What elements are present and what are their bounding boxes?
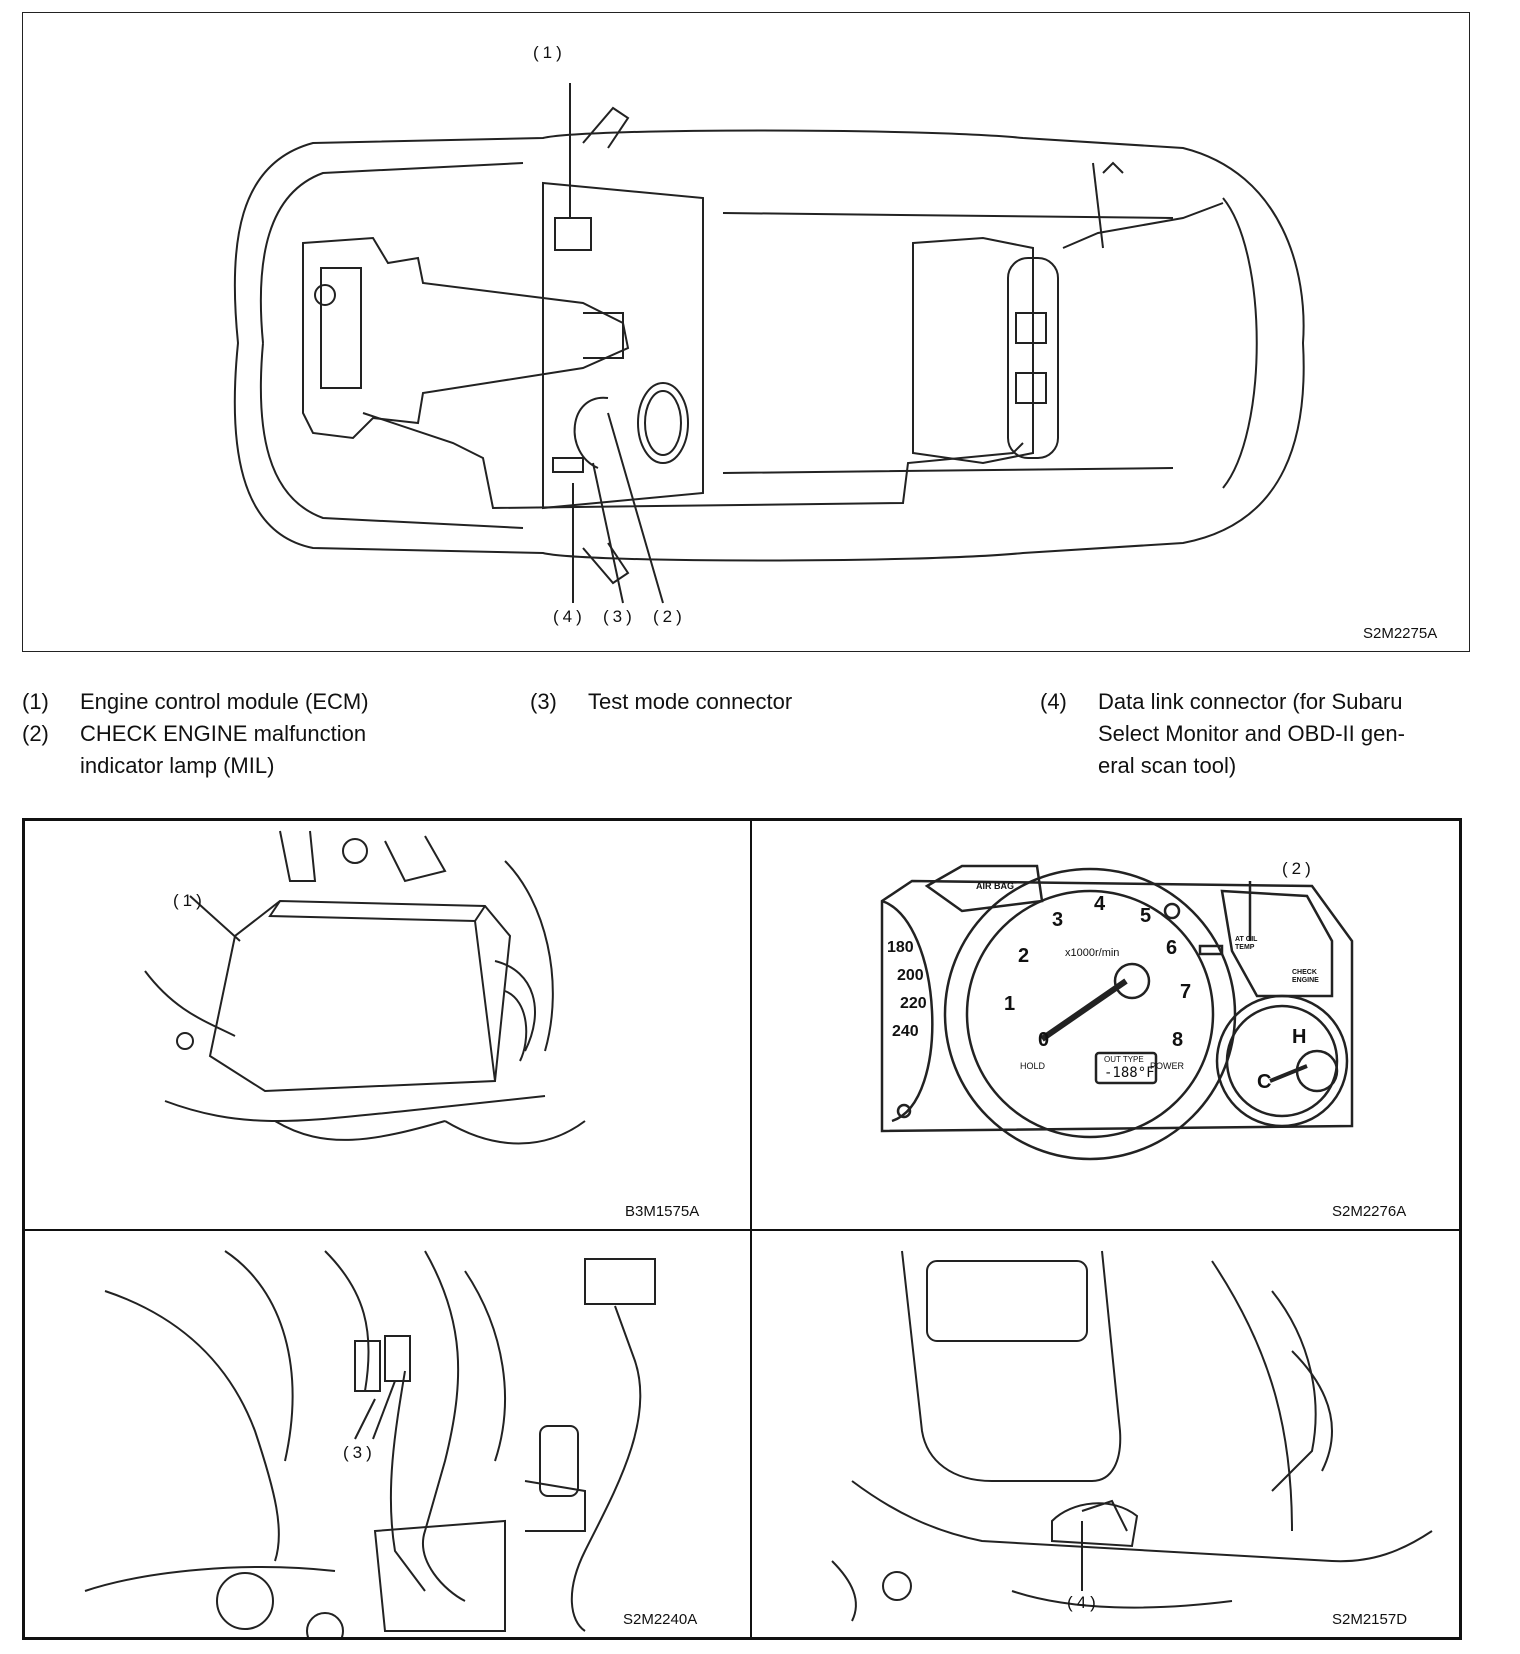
legend-text: Data link connector (for Subaru Select M… <box>1098 689 1405 778</box>
rpm-unit: x1000r/min <box>1065 947 1120 959</box>
temp-hot-label: H <box>1292 1026 1307 1048</box>
out-temp-label: OUT TYPE <box>1104 1055 1144 1064</box>
test-connector-drawing <box>84 1250 656 1650</box>
panel-code: B3M1575A <box>625 1203 700 1220</box>
speed-tick: 220 <box>900 995 927 1012</box>
panel-code: S2M2157D <box>1332 1611 1408 1628</box>
speed-tick: 180 <box>887 939 914 956</box>
legend-text: CHECK ENGINE malfunction indicator lamp … <box>80 721 367 778</box>
grid-divider-horizontal <box>25 1229 1459 1231</box>
legend-num: (1) <box>22 689 49 714</box>
speed-tick: 200 <box>897 967 924 984</box>
speed-tick: 240 <box>892 1023 919 1040</box>
legend-text: Engine control module (ECM) <box>80 689 369 714</box>
vehicle-overview-figure: (1) (4) (3) (2) S2M2275A <box>22 12 1470 652</box>
instrument-cluster-drawing <box>880 864 1354 1161</box>
legend-text: Test mode connector <box>588 689 793 714</box>
rpm-tick: 2 <box>1018 945 1030 967</box>
callout-test-mode: (3) <box>603 607 636 626</box>
panel-data-link: (4) S2M2157D <box>752 1231 1459 1637</box>
callout-ecm: (1) <box>533 43 566 62</box>
panel-test-connector: (3) S2M2240A <box>25 1231 750 1650</box>
vehicle-overview-drawing <box>233 83 1305 604</box>
at-oil-temp-label: AT OIL TEMP <box>1235 936 1258 951</box>
callout-mil: (2) <box>1282 859 1315 878</box>
callout-ecm: (1) <box>173 891 206 910</box>
out-temp-value: -188°F <box>1104 1065 1155 1081</box>
rpm-tick: 3 <box>1052 909 1064 931</box>
ecm-drawing <box>144 830 586 1145</box>
legend-num: (2) <box>22 721 49 746</box>
rpm-tick: 4 <box>1094 893 1106 915</box>
rpm-tick: 7 <box>1180 981 1192 1003</box>
legend-num: (3) <box>530 689 557 714</box>
panel-ecm: (1) B3M1575A <box>25 821 750 1229</box>
rpm-tick: 1 <box>1004 993 1016 1015</box>
hold-label: HOLD <box>1020 1061 1046 1071</box>
panel-code: S2M2240A <box>623 1611 698 1628</box>
callout-data-link: (4) <box>1067 1593 1100 1612</box>
panel-code: S2M2276A <box>1332 1203 1407 1220</box>
check-engine-label: CHECK ENGINE <box>1292 969 1319 984</box>
rpm-tick: 0 <box>1038 1029 1050 1051</box>
callout-test-mode: (3) <box>343 1443 376 1462</box>
callout-data-link: (4) <box>553 607 586 626</box>
panel-instrument-cluster: (2) AIR BAG 180 200 220 240 0 1 2 3 4 5 … <box>752 821 1459 1229</box>
figure-code: S2M2275A <box>1363 625 1438 642</box>
legend-num: (4) <box>1040 689 1067 714</box>
data-link-drawing <box>831 1250 1433 1622</box>
callout-mil: (2) <box>653 607 686 626</box>
temp-cold-label: C <box>1257 1071 1272 1093</box>
rpm-tick: 8 <box>1172 1029 1184 1051</box>
rpm-tick: 6 <box>1166 937 1178 959</box>
rpm-tick: 5 <box>1140 905 1152 927</box>
detail-grid: (1) B3M1575A <box>22 818 1462 1650</box>
airbag-label: AIR BAG <box>976 881 1014 891</box>
power-label: POWER <box>1150 1061 1185 1071</box>
